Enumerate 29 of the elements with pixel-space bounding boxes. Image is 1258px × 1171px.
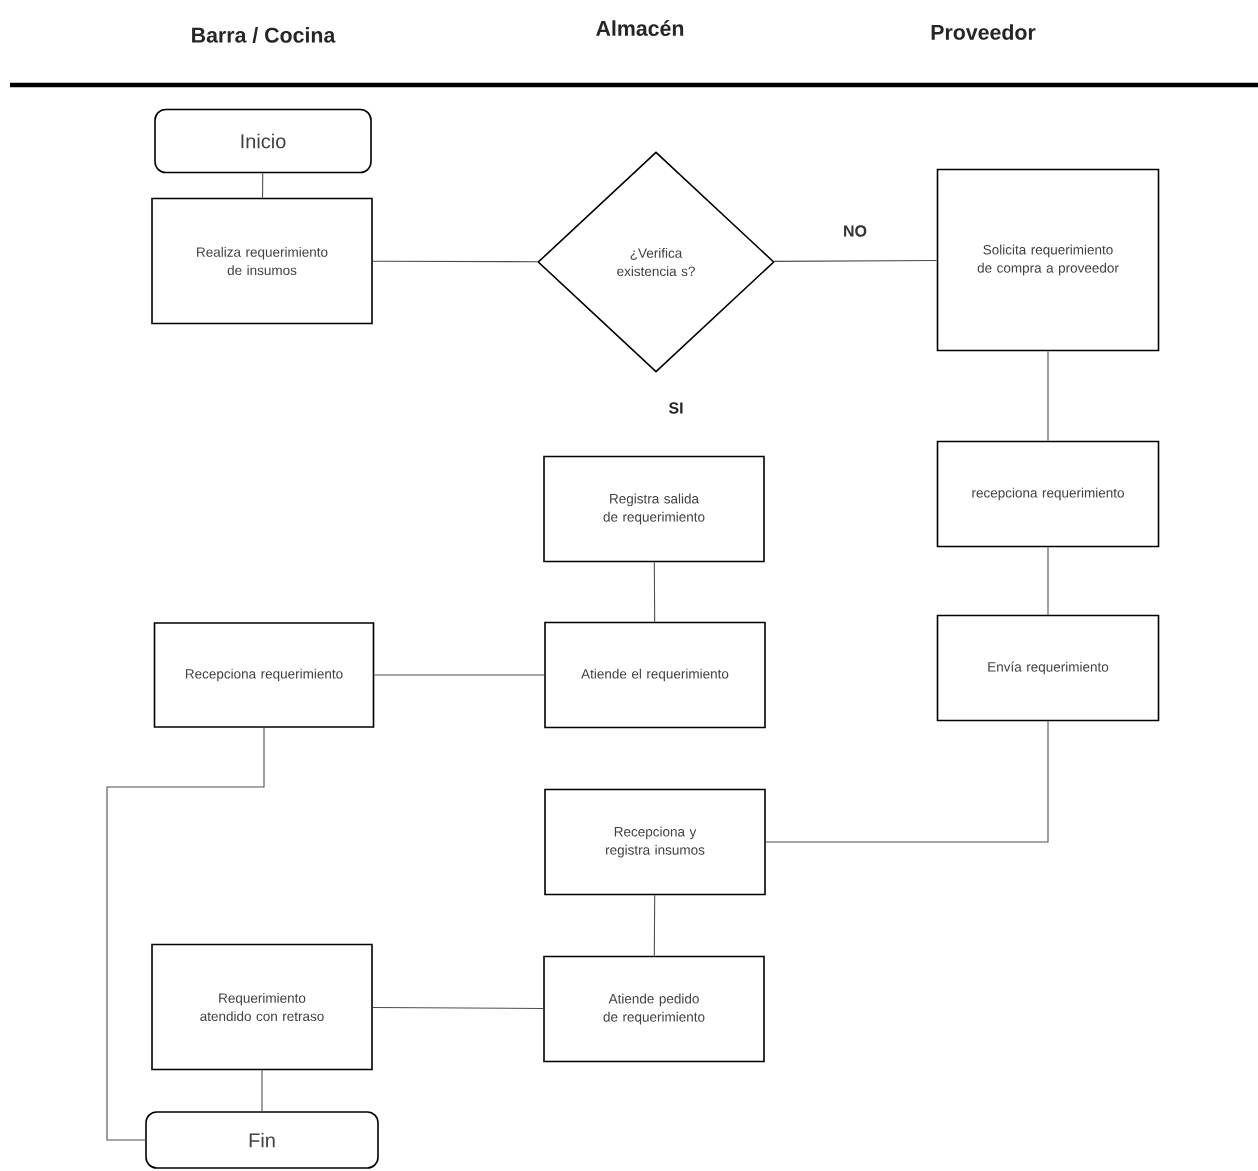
connector-line <box>1047 350 1049 442</box>
connector-line <box>106 727 265 1141</box>
process-box: Requerimiento atendido con retraso <box>151 943 373 1071</box>
lane-heading: Proveedor <box>931 24 1036 40</box>
connector-line <box>653 894 656 957</box>
connector-line <box>653 561 656 623</box>
connector-line <box>1047 546 1049 616</box>
lane-heading: Almacén <box>596 20 684 36</box>
connector-line <box>262 172 264 199</box>
branch-label: SI <box>668 402 683 414</box>
lane-heading: Barra / Cocina <box>192 27 336 43</box>
edge-label: NO <box>844 225 867 237</box>
process-box: Recepciona y registra insumos <box>544 788 766 896</box>
terminal-box: Inicio <box>154 108 372 174</box>
connector-line <box>373 674 545 676</box>
process-box: Atiende pedido de requerimiento <box>543 955 765 1063</box>
connector-line <box>773 260 938 262</box>
connector-line <box>261 1069 263 1112</box>
connector-line <box>765 720 1049 843</box>
process-box: recepciona requerimiento <box>936 440 1160 548</box>
connector-line <box>372 1007 544 1009</box>
process-box: Realiza requerimiento de insumos <box>151 197 373 325</box>
connector-line <box>372 260 539 263</box>
process-box: Recepciona requerimiento <box>153 622 375 728</box>
process-box: Envía requerimiento <box>936 614 1160 722</box>
process-box: Solicita requerimiento de compra a proveedor <box>936 168 1160 352</box>
process-box: Atiende el requerimiento <box>544 621 766 729</box>
terminal-box: Fin <box>145 1111 379 1169</box>
process-box: Registra salida de requerimiento <box>543 455 765 563</box>
